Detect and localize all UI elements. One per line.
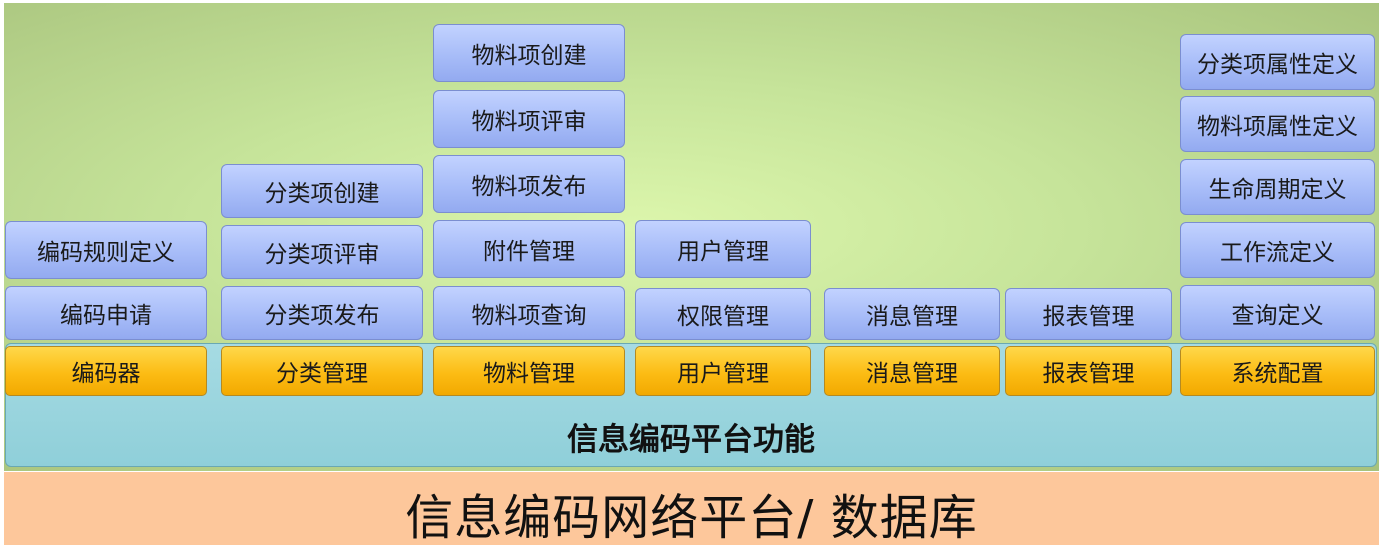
module-encoder: 编码器 xyxy=(5,346,207,396)
module-material-management: 物料管理 xyxy=(433,346,625,396)
item-material-create: 物料项创建 xyxy=(433,24,625,82)
item-material-query: 物料项查询 xyxy=(433,286,625,340)
item-report-management: 报表管理 xyxy=(1005,288,1172,340)
module-message-management: 消息管理 xyxy=(824,346,1000,396)
item-category-attribute-definition: 分类项属性定义 xyxy=(1180,34,1375,90)
item-message-management: 消息管理 xyxy=(824,288,1000,340)
item-coding-rule-definition: 编码规则定义 xyxy=(5,221,207,279)
item-category-create: 分类项创建 xyxy=(221,164,423,218)
item-lifecycle-definition: 生命周期定义 xyxy=(1180,159,1375,215)
network-platform-band: 信息编码网络平台/ 数据库 xyxy=(4,472,1379,546)
module-system-configuration: 系统配置 xyxy=(1180,346,1375,396)
platform-function-title: 信息编码平台功能 xyxy=(567,422,815,458)
item-attachment-management: 附件管理 xyxy=(433,220,625,278)
item-user-management: 用户管理 xyxy=(635,220,811,278)
item-query-definition: 查询定义 xyxy=(1180,285,1375,340)
item-category-publish: 分类项发布 xyxy=(221,286,423,340)
item-material-publish: 物料项发布 xyxy=(433,155,625,213)
module-user-management: 用户管理 xyxy=(635,346,811,396)
item-workflow-definition: 工作流定义 xyxy=(1180,222,1375,278)
item-coding-apply: 编码申请 xyxy=(5,286,207,340)
network-platform-title: 信息编码网络平台/ 数据库 xyxy=(405,490,978,546)
module-category-management: 分类管理 xyxy=(221,346,423,396)
module-report-management: 报表管理 xyxy=(1005,346,1172,396)
item-material-attribute-definition: 物料项属性定义 xyxy=(1180,96,1375,152)
item-permission-management: 权限管理 xyxy=(635,288,811,340)
item-material-review: 物料项评审 xyxy=(433,90,625,148)
item-category-review: 分类项评审 xyxy=(221,225,423,279)
